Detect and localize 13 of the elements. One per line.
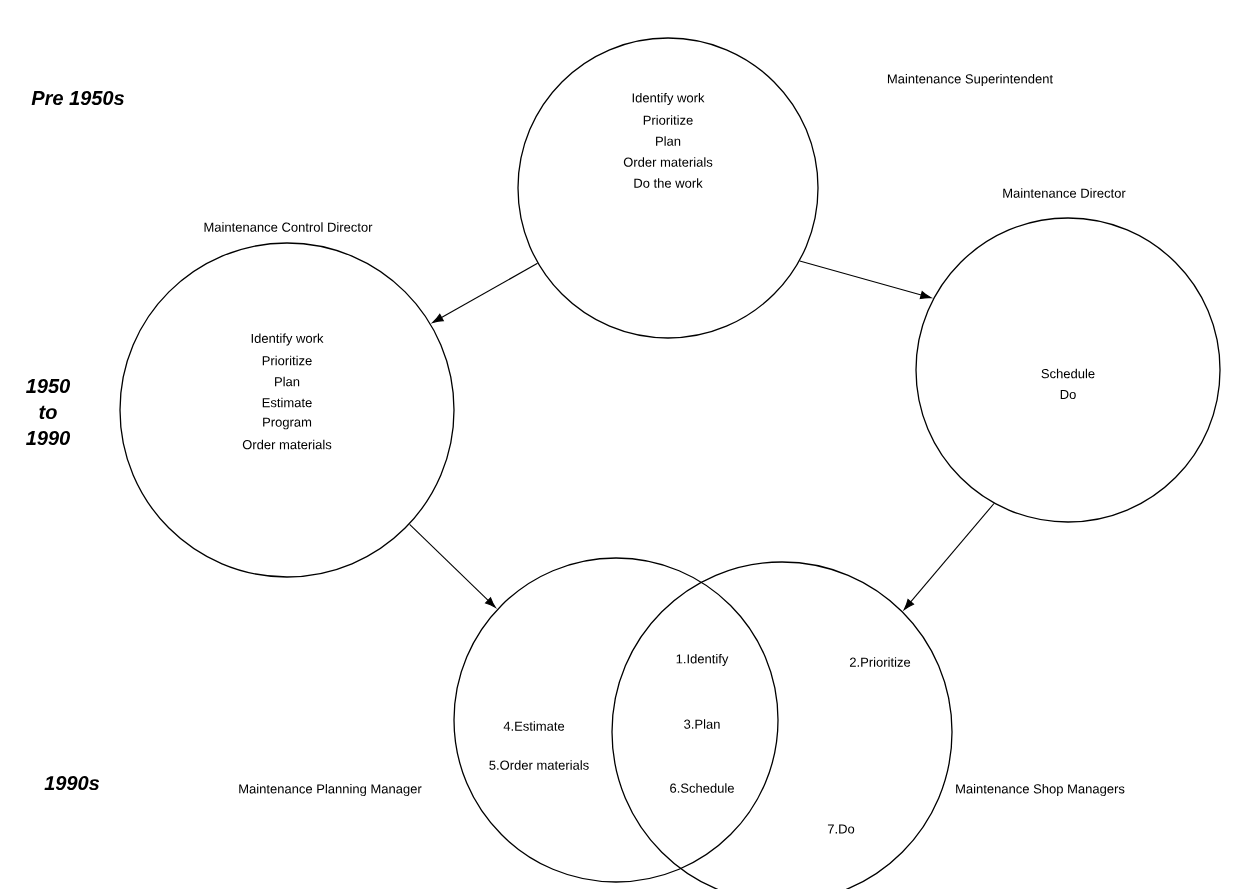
step-label: 3.Plan	[684, 719, 720, 729]
arrow	[432, 262, 539, 323]
role-label: Maintenance Director	[1003, 188, 1126, 198]
era-label: 1990s	[44, 775, 100, 791]
arrow	[903, 502, 995, 610]
arrow	[409, 523, 496, 608]
arrow	[799, 260, 932, 299]
step-label: 6.Schedule	[670, 783, 734, 793]
step-label: 1.Identify	[676, 653, 729, 667]
role-label: Maintenance Superintendent	[887, 73, 1053, 87]
role-label: Maintenance Planning Manager	[239, 783, 422, 797]
era-label: Pre 1950s	[31, 90, 124, 106]
era-label: 1950 to 1990	[26, 378, 71, 446]
